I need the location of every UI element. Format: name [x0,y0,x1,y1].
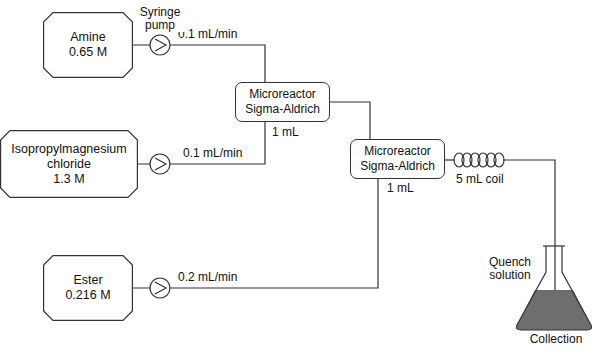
node-label: 0.216 M [65,288,110,303]
node-text: Ester0.216 M [43,255,133,321]
flow-rate: 0.2 mL/min [178,271,237,284]
node-label: Isopropylmagnesium chloride [8,142,130,172]
coil-label: 5 mL coil [456,173,526,186]
microreactor-box: Microreactor Sigma-Aldrich [235,82,330,122]
reagent-reservoir: Amine0.65 M [43,12,133,78]
reservoir-outline [44,256,133,321]
syringe-pump [150,35,170,298]
volume-label: 1 mL [387,182,427,195]
node-text: Microreactor Sigma-Aldrich [351,140,444,178]
reagent-reservoir: Ester0.216 M [43,255,133,321]
pump-label: Syringe pump [135,6,185,32]
reactor-coil [454,153,504,167]
node-label: Ester [73,273,102,288]
node-text: Amine0.65 M [43,12,133,78]
microreactor-box: Microreactor Sigma-Aldrich [350,139,445,179]
reservoir-outline [1,131,138,198]
node-label: 1.3 M [53,172,84,187]
tubing-line [330,102,370,139]
flow-rate: 0.1 mL/min [178,28,237,41]
flask-label: Collection [521,333,591,346]
node-text: Microreactor Sigma-Aldrich [236,83,329,121]
node-label: Microreactor Sigma-Aldrich [356,144,440,174]
reservoir-outline [44,13,133,78]
outlet-tubing [445,160,555,292]
node-label: Amine [70,30,105,45]
node-label: 0.65 M [69,45,107,60]
flow-rate: 0.1 mL/min [183,147,242,160]
quench-label: Quench solution [482,256,538,282]
reagent-reservoir: Isopropylmagnesium chloride1.3 M [0,130,138,198]
volume-label: 1 mL [272,126,312,139]
tubing-line [133,179,378,288]
node-text: Isopropylmagnesium chloride1.3 M [0,130,138,198]
node-label: Microreactor Sigma-Aldrich [241,87,325,117]
